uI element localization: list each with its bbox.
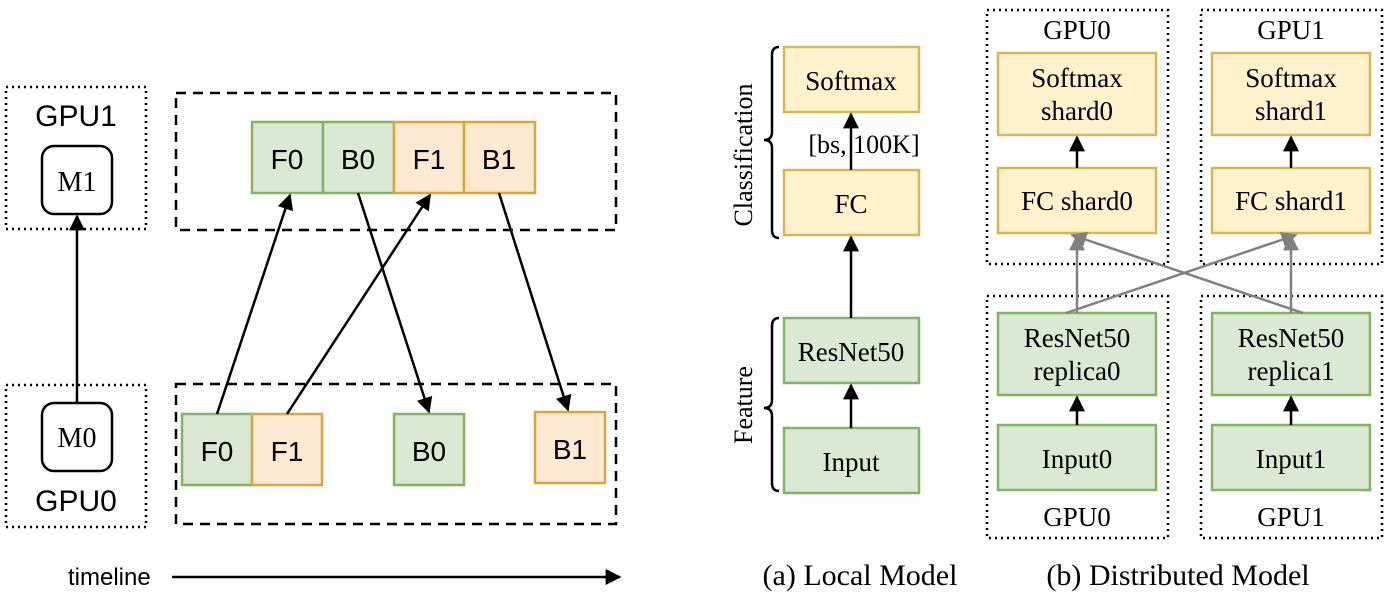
shape-label: [bs, 100K] [808,130,919,159]
gpu0-top-label: GPU0 [1043,15,1111,45]
fc-shard0-label: FC shard0 [1021,186,1133,216]
resnet-replica1-line1: ResNet50 [1238,323,1344,353]
bottom-block-f0-label: F0 [201,436,234,467]
gpu0-lane [174,382,618,526]
resnet-replica1-line2: replica1 [1248,356,1335,386]
feature-label: Feature [729,366,758,444]
top-block-f0-label: F0 [271,144,304,175]
fc-shard0-node [996,166,1158,235]
softmax-shard1-line1: Softmax [1245,63,1337,93]
gpu0-label: GPU0 [35,485,117,518]
gpu1-box [4,85,148,231]
fc-shard1-label: FC shard1 [1235,186,1347,216]
input-label: Input [823,447,880,477]
gpu1-bottom-label: GPU1 [1257,502,1325,532]
fc-label: FC [834,189,867,219]
local-model: Classification Feature Softmax FC ResNet… [729,45,958,592]
top-block-f1-label: F1 [413,144,446,175]
resnet-label: ResNet50 [798,337,904,367]
softmax-shard1-line2: shard1 [1255,96,1327,126]
softmax-shard1-node [1210,51,1372,137]
softmax-shard0-line1: Softmax [1031,63,1123,93]
softmax-shard0-line2: shard0 [1041,96,1113,126]
gpu0-top-box [985,8,1170,266]
input1-label: Input1 [1256,444,1327,474]
top-block-b1 [462,120,537,195]
gpu1-top-label: GPU1 [1257,15,1325,45]
m0-label: M0 [58,423,97,454]
pipeline-diagram: GPU1 M1 M0 GPU0 F0 B0 F1 B1 F0 F1 B0 B1 [4,85,622,591]
b0-down-arrow [356,192,433,414]
resnet-replica0-line2: replica0 [1034,356,1121,386]
distributed-model: GPU0 GPU1 Softmax shard0 Softmax shard1 … [985,8,1384,592]
softmax-shard0-node [996,51,1158,137]
timeline-label: timeline [68,564,151,591]
top-block-b1-label: B1 [482,144,516,175]
b1-down-arrow [497,192,572,412]
input0-label: Input0 [1042,444,1113,474]
bottom-block-b0-label: B0 [412,436,446,467]
classification-label: Classification [729,84,758,227]
resnet-replica0-node [996,311,1158,397]
distributed-caption: (b) Distributed Model [1046,559,1309,592]
resnet1-to-fc0-arrow [1070,232,1304,315]
gpu0-box [4,383,148,529]
gpu1-top-box [1199,8,1384,266]
bottom-block-f1-label: F1 [271,436,304,467]
f0-up-arrow [215,193,294,415]
softmax-node [782,45,921,114]
local-caption: (a) Local Model [763,559,958,592]
top-block-b0-label: B0 [341,144,375,175]
softmax-label: Softmax [805,66,897,96]
bottom-block-b1 [533,410,607,485]
gpu0-bottom-label: GPU0 [1043,502,1111,532]
input0-node [996,423,1158,492]
classification-brace [763,45,780,240]
fc-shard1-node [1210,166,1372,235]
bottom-block-b1-label: B1 [553,434,587,465]
feature-brace [763,316,780,493]
resnet-replica0-line1: ResNet50 [1024,323,1130,353]
m1-node [40,144,114,216]
resnet0-to-fc1-arrow [1065,232,1298,315]
input-node [782,426,921,495]
gpu1-label: GPU1 [35,100,117,133]
f1-up-arrow [285,193,432,415]
fc-node [782,168,921,237]
top-block-b0 [321,120,396,195]
bottom-block-b0 [392,412,466,487]
m1-label: M1 [58,167,97,198]
